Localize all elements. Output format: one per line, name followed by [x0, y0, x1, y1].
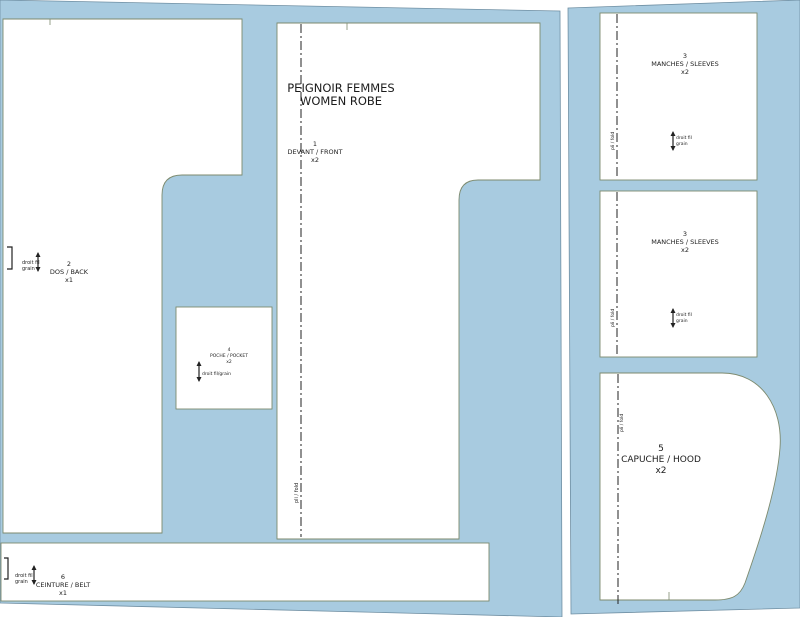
page-title-line2: WOMEN ROBE [300, 94, 382, 108]
piece-sleeve-bottom: pli / fold 3 MANCHES / SLEEVES x2 droit … [599, 190, 758, 358]
piece-front: pli / fold PEIGNOIR FEMMES WOMEN ROBE 1 … [276, 22, 541, 540]
piece-name: CEINTURE / BELT [36, 581, 90, 589]
grain-label-line2: grain [676, 318, 688, 324]
piece-qty: x2 [226, 359, 232, 365]
piece-number: 5 [658, 444, 664, 454]
piece-pocket: droit fil/grain 4 POCHE / POCKET x2 [175, 306, 273, 410]
piece-back: droit fil grain 2 DOS / BACK x1 [2, 18, 243, 534]
piece-number: 3 [683, 52, 687, 60]
piece-name: DEVANT / FRONT [288, 148, 343, 156]
grain-label: droit fil/grain [202, 371, 231, 377]
piece-name: POCHE / POCKET [210, 353, 248, 359]
piece-qty: x1 [59, 589, 67, 597]
piece-name: MANCHES / SLEEVES [651, 60, 719, 68]
grainline-icon [35, 252, 41, 272]
fold-label: pli / fold [619, 414, 625, 432]
piece-name: DOS / BACK [50, 268, 89, 276]
piece-sleeve-top: pli / fold 3 MANCHES / SLEEVES x2 droit … [599, 12, 758, 181]
grainline-icon [670, 308, 676, 328]
piece-number: 3 [683, 230, 687, 238]
grainline-icon [670, 131, 676, 151]
fold-label: pli / fold [610, 309, 616, 327]
piece-hood: pli / fold 5 CAPUCHE / HOOD x2 [599, 372, 781, 606]
piece-number: 6 [61, 573, 65, 581]
fold-label: pli / fold [610, 132, 616, 150]
notch-icon [7, 246, 13, 270]
piece-qty: x2 [681, 68, 689, 76]
piece-belt: droit fil grain 6 CEINTURE / BELT x1 [0, 542, 490, 602]
piece-number: 4 [228, 347, 231, 353]
grain-label-line2: grain [676, 141, 688, 147]
piece-qty: x1 [65, 276, 73, 284]
grain-label-line2: grain [15, 579, 28, 585]
piece-name: CAPUCHE / HOOD [621, 455, 701, 465]
grain-label-line2: grain [22, 266, 35, 272]
grainline-icon [196, 361, 202, 382]
piece-name: MANCHES / SLEEVES [651, 238, 719, 246]
grain-label-line1: droit fil [15, 573, 33, 579]
grain-label-line1: droit fil [676, 135, 692, 141]
piece-qty: x2 [655, 466, 666, 476]
grain-label-line1: droit fil [676, 312, 692, 318]
piece-number: 2 [67, 260, 71, 268]
piece-qty: x2 [311, 156, 319, 164]
piece-number: 1 [313, 140, 317, 148]
page-title-line1: PEIGNOIR FEMMES [287, 81, 395, 95]
grainline-icon [31, 565, 37, 585]
fold-label: pli / fold [294, 483, 300, 503]
notch-icon [4, 557, 9, 580]
grain-label-line1: droit fil [22, 260, 40, 266]
piece-qty: x2 [681, 246, 689, 254]
